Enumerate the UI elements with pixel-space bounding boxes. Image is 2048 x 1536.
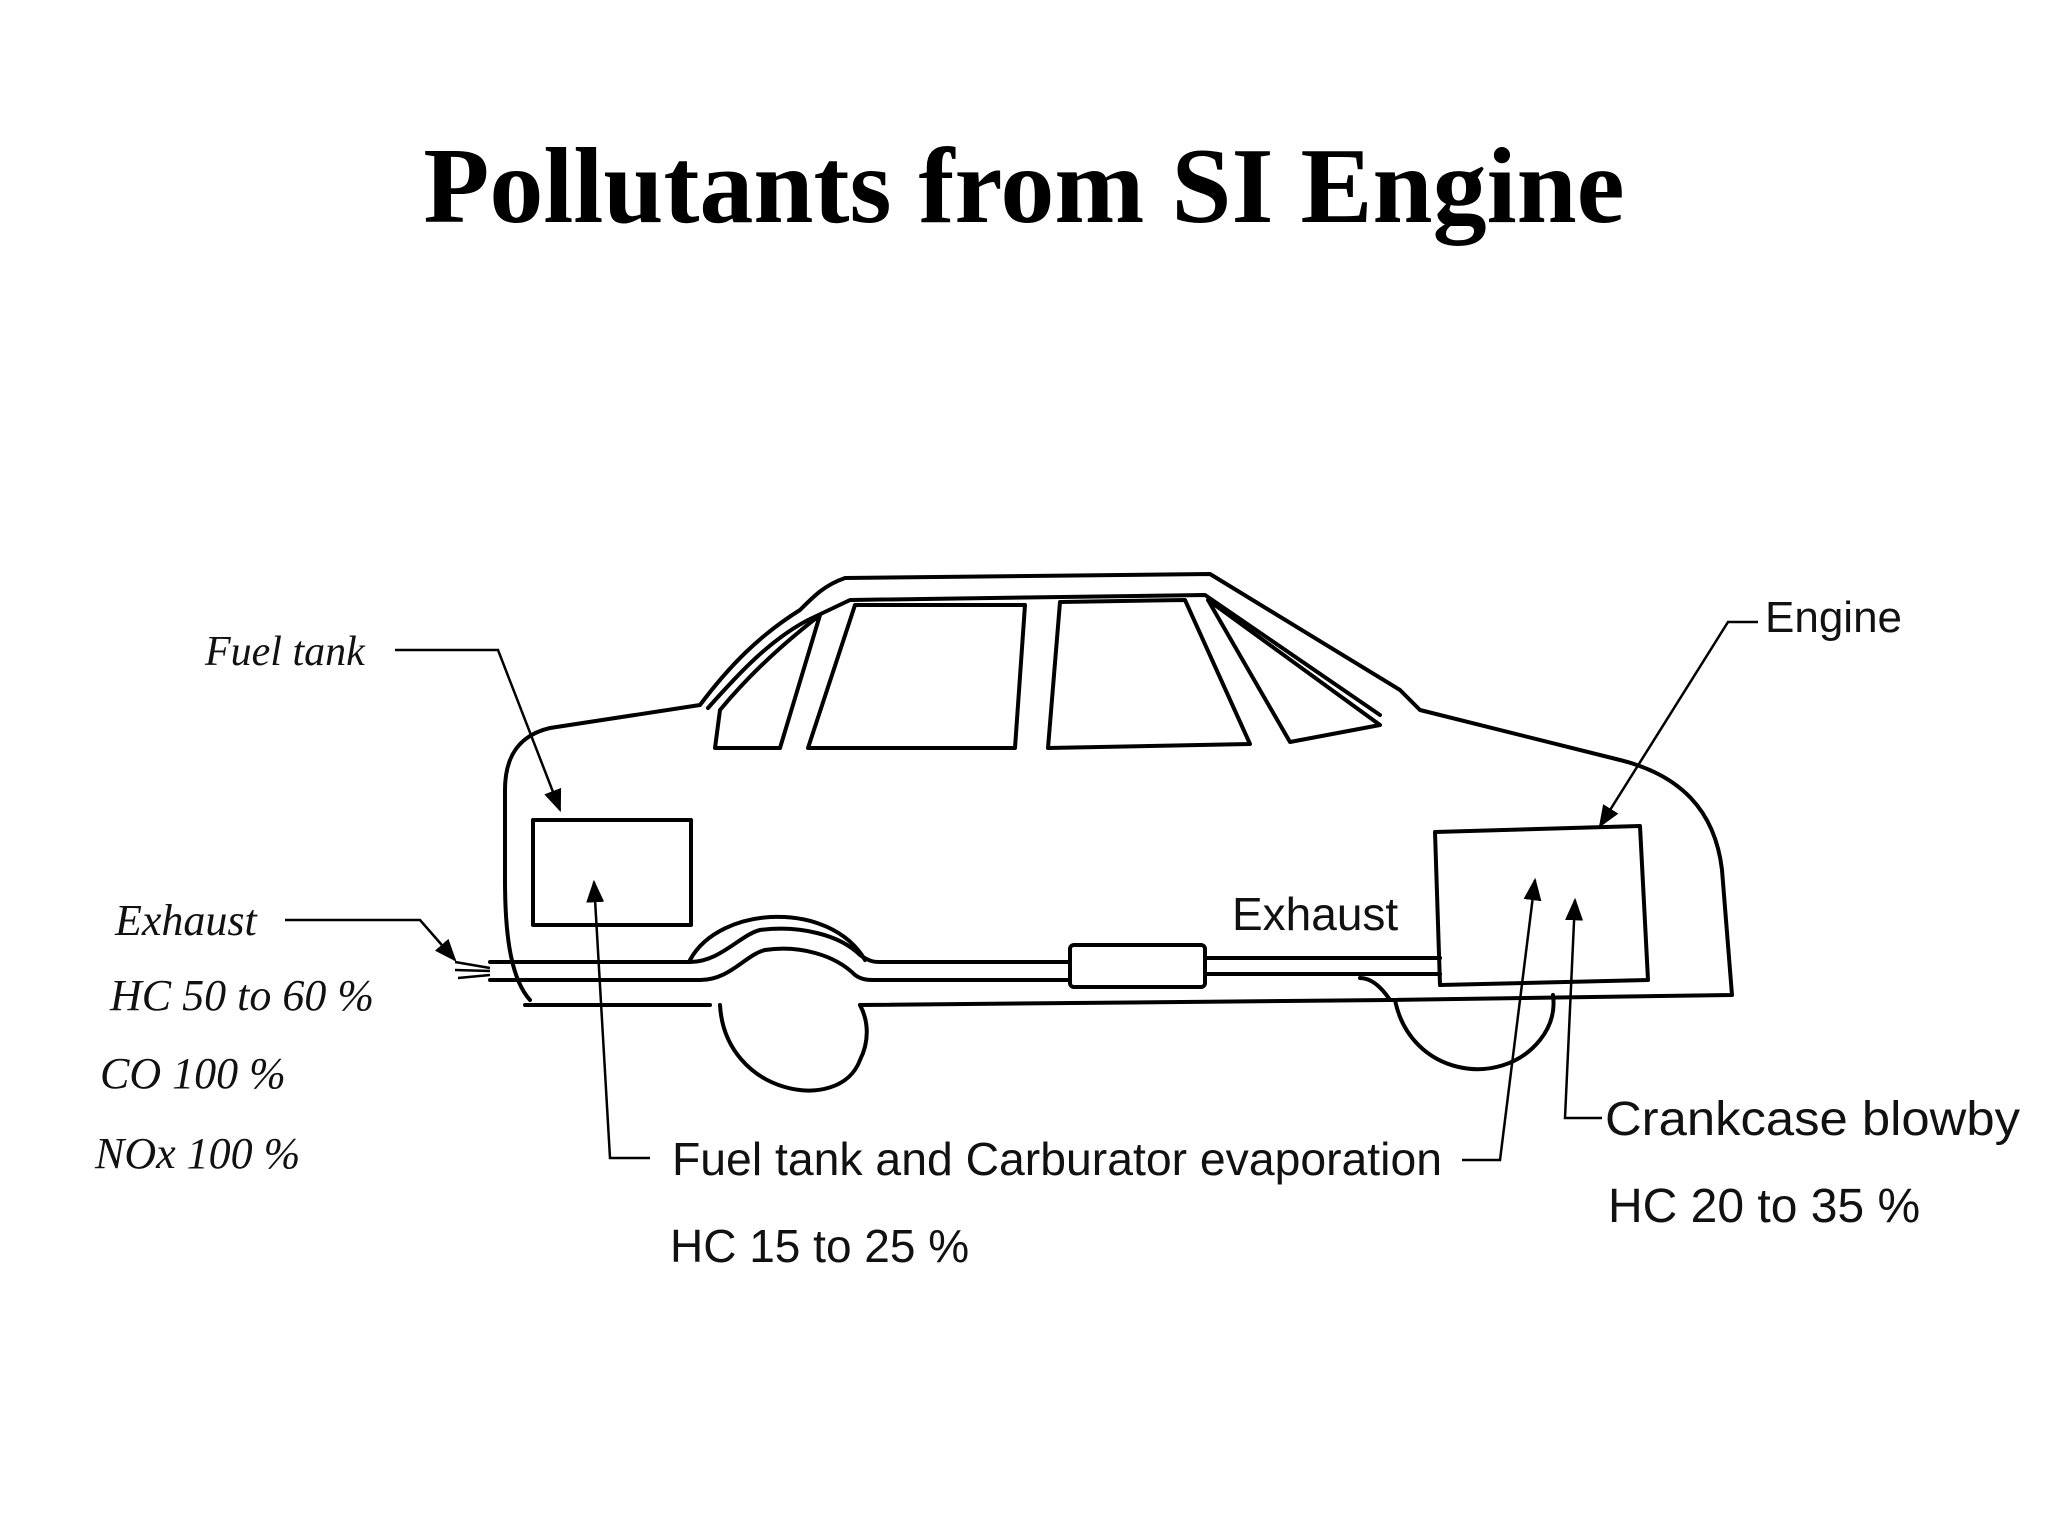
engine-box <box>1433 824 1650 987</box>
engine-leader <box>1598 620 1758 828</box>
evaporation-leader-carb <box>1462 877 1542 1162</box>
exhaust-pipe-upper <box>488 926 1072 964</box>
rear-door-window <box>806 603 1027 750</box>
car-body <box>454 572 1734 1093</box>
rear-wheel <box>718 1003 869 1093</box>
evaporation-leader-tank <box>586 879 650 1160</box>
exhaust-hc-line: HC 50 to 60 % <box>109 971 374 1020</box>
evaporation-hc-line: HC 15 to 25 % <box>670 1220 969 1272</box>
exhaust-pipe-label: Exhaust <box>1232 888 1398 940</box>
rear-wheel-arch <box>688 914 867 962</box>
engine-label: Engine <box>1765 593 1902 642</box>
slide-title: Pollutants from SI Engine <box>423 127 1625 246</box>
rear-quarter-window <box>713 613 822 750</box>
exhaust-nox-line: NOx 100 % <box>94 1129 300 1178</box>
evaporation-block: Fuel tank and Carburator evaporation HC … <box>670 1133 1442 1272</box>
exhaust-leader <box>285 918 457 962</box>
fuel-tank-leader <box>395 648 562 813</box>
front-wheel <box>1393 993 1556 1072</box>
car-outline <box>503 572 1734 1002</box>
front-door-window <box>1046 598 1252 750</box>
crankcase-block: Crankcase blowby HC 20 to 35 % <box>1605 1093 2020 1233</box>
exhaust-emission-marks <box>454 960 491 980</box>
exhaust-heading: Exhaust <box>114 896 259 945</box>
crankcase-heading: Crankcase blowby <box>1605 1093 2020 1146</box>
exhaust-co-line: CO 100 % <box>100 1049 286 1098</box>
crankcase-leader <box>1563 897 1602 1120</box>
underbody-mid <box>858 998 1392 1007</box>
exhaust-pollutant-block: Exhaust HC 50 to 60 % CO 100 % NOx 100 % <box>94 896 374 1178</box>
windshield <box>1206 598 1382 744</box>
exhaust-pipe-lower <box>488 946 1072 982</box>
crankcase-hc-line: HC 20 to 35 % <box>1608 1180 1920 1233</box>
muffler <box>1068 943 1207 989</box>
fuel-tank-box <box>531 818 693 927</box>
fuel-tank-label: Fuel tank <box>204 629 366 675</box>
evaporation-heading: Fuel tank and Carburator evaporation <box>672 1133 1442 1185</box>
